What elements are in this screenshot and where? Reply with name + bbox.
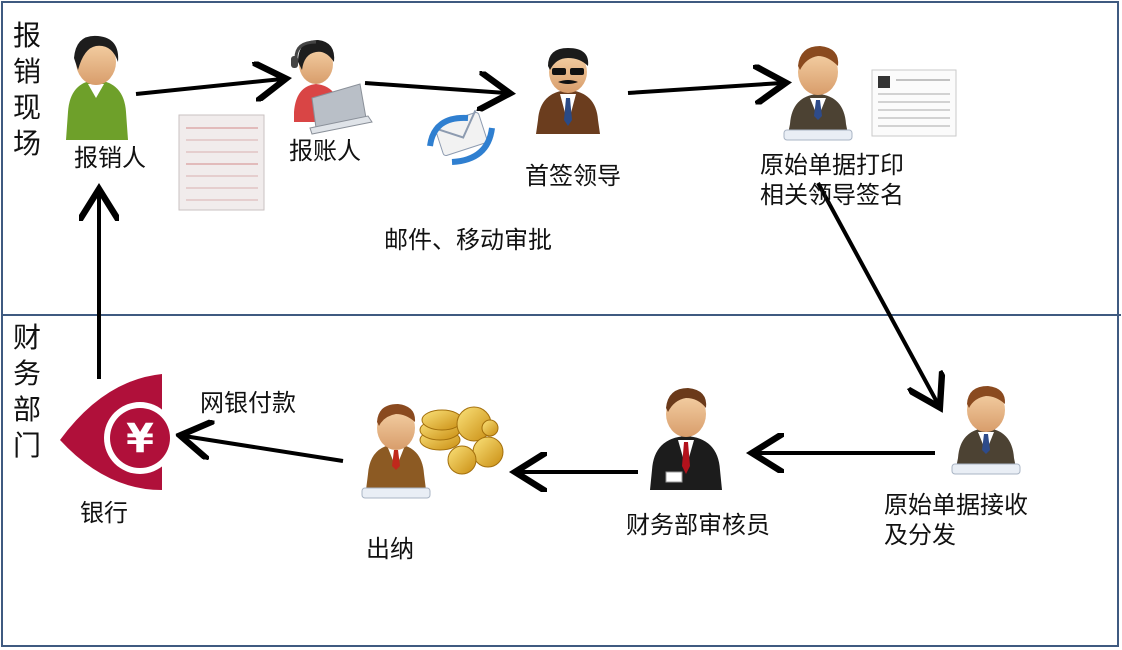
node-label-auditor: 财务部审核员 — [626, 511, 770, 539]
node-label-print-sign: 原始单据打印 相关领导签名 — [760, 151, 904, 209]
arrow-cashier-to-bank — [184, 436, 344, 463]
node-label-cashier: 出纳 — [366, 535, 414, 563]
node-label-bookkeeper: 报账人 — [289, 137, 361, 165]
arrow-bookkeeper-to-first-leader — [364, 83, 506, 93]
bookkeeper-person-icon — [291, 40, 373, 135]
bank-logo-icon: ¥ — [60, 374, 176, 490]
arrow-first-leader-to-print-sign — [627, 83, 782, 93]
first-leader-person-icon — [536, 48, 600, 134]
reimbursement-form-icon — [178, 114, 265, 211]
printed-document-icon — [871, 69, 957, 137]
print-sign-officer-icon — [783, 46, 853, 141]
node-label-first-leader: 首签领导 — [525, 162, 621, 190]
cashier-person-icon — [361, 404, 431, 499]
node-label-claimant: 报销人 — [74, 144, 146, 172]
edge-label-mail-mobile-approval: 邮件、移动审批 — [384, 226, 552, 254]
coins-icon — [419, 406, 504, 475]
flow-arrows — [99, 79, 938, 472]
receive-distribute-officer-icon — [951, 386, 1021, 475]
mail-icon — [427, 109, 495, 165]
lane-label-reimbursement-site: 报销现场 — [13, 19, 42, 160]
arrow-claimant-to-bookkeeper — [135, 79, 282, 94]
lane-label-finance-department: 财务部门 — [13, 321, 42, 462]
claimant-person-icon — [66, 35, 128, 140]
arrow-print-sign-to-receive — [816, 182, 938, 404]
edge-label-online-payment: 网银付款 — [200, 389, 296, 417]
lane-divider — [1, 314, 1121, 316]
node-label-bank: 银行 — [80, 499, 128, 527]
bank-logo-symbol: ¥ — [126, 416, 154, 462]
auditor-person-icon — [650, 388, 722, 490]
node-label-receive-distribute: 原始单据接收 及分发 — [884, 491, 1028, 549]
